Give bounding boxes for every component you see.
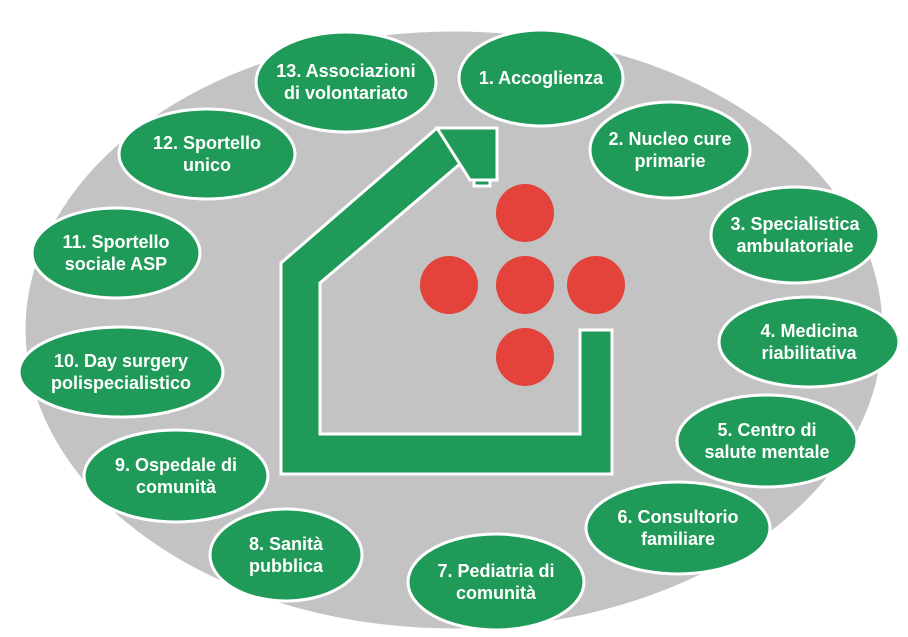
service-label-line: pubblica bbox=[249, 556, 324, 576]
service-node-shape bbox=[584, 480, 772, 576]
service-label-line: 6. Consultorio bbox=[618, 507, 739, 527]
service-label-line: 13. Associazioni bbox=[276, 61, 415, 81]
service-label-line: 11. Sportello bbox=[62, 232, 169, 252]
red-cross-dots bbox=[420, 184, 625, 386]
service-node-1: 1. Accoglienza bbox=[457, 28, 625, 128]
service-node-shape bbox=[17, 325, 225, 419]
service-label-line: comunità bbox=[136, 477, 217, 497]
service-label-line: di volontariato bbox=[284, 83, 408, 103]
service-label-line: 7. Pediatria di bbox=[437, 561, 554, 581]
service-node-shape bbox=[717, 295, 901, 389]
service-node-shape bbox=[208, 507, 364, 603]
service-label-line: 10. Day surgery bbox=[54, 351, 188, 371]
service-node-shape bbox=[457, 28, 625, 128]
service-label-line: riabilitativa bbox=[761, 343, 857, 363]
service-node-shape bbox=[117, 107, 297, 201]
service-label-line: 4. Medicina bbox=[760, 321, 858, 341]
service-node-shape bbox=[588, 100, 752, 200]
dot-top bbox=[496, 184, 554, 242]
service-node-shape bbox=[675, 393, 859, 489]
dot-center bbox=[496, 256, 554, 314]
service-label-line: 8. Sanità bbox=[249, 534, 324, 554]
service-label-line: ambulatoriale bbox=[736, 236, 853, 256]
service-label-line: 5. Centro di bbox=[717, 420, 816, 440]
service-label-line: 12. Sportello bbox=[153, 133, 261, 153]
service-label-line: 2. Nucleo cure bbox=[608, 129, 731, 149]
service-node-shape bbox=[254, 30, 438, 134]
service-label-line: comunità bbox=[456, 583, 537, 603]
service-node-shape bbox=[82, 428, 270, 524]
dot-bottom bbox=[496, 328, 554, 386]
service-label-line: sociale ASP bbox=[65, 254, 167, 274]
service-label-line: familiare bbox=[641, 529, 715, 549]
service-label-line: primarie bbox=[634, 151, 705, 171]
service-node-shape bbox=[406, 532, 586, 632]
dot-left bbox=[420, 256, 478, 314]
dot-right bbox=[567, 256, 625, 314]
service-label-line: polispecialistico bbox=[51, 373, 191, 393]
service-label-line: salute mentale bbox=[704, 442, 829, 462]
house-icon bbox=[279, 126, 625, 476]
service-label-line: 9. Ospedale di bbox=[115, 455, 237, 475]
service-label-line: unico bbox=[183, 155, 231, 175]
service-node-shape bbox=[709, 185, 881, 285]
service-label-line: 1. Accoglienza bbox=[479, 68, 604, 88]
service-node-shape bbox=[30, 206, 202, 300]
house-roof-tip bbox=[434, 126, 499, 182]
service-label-line: 3. Specialistica bbox=[730, 214, 860, 234]
